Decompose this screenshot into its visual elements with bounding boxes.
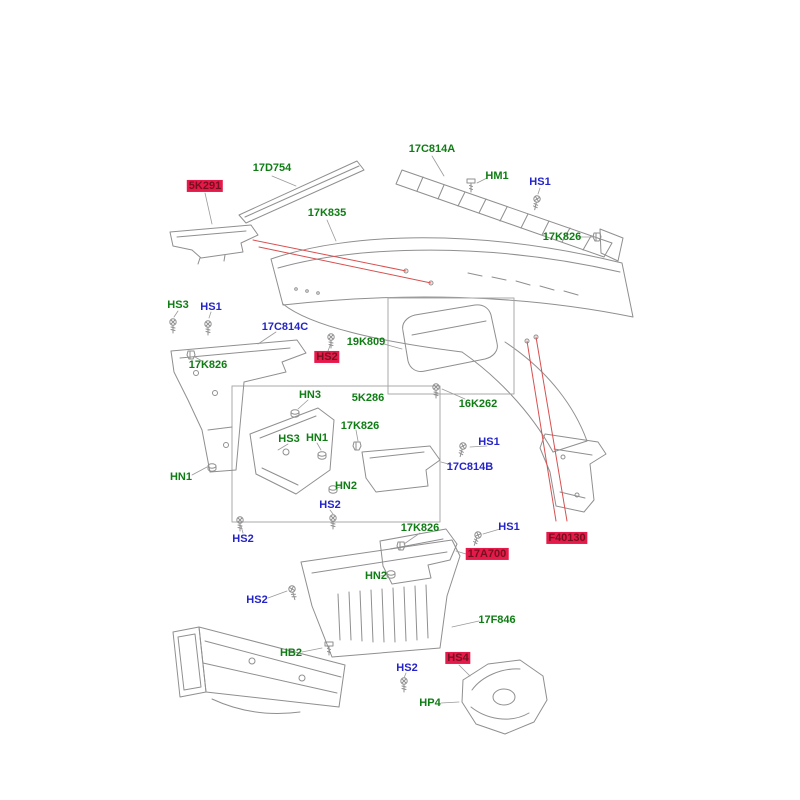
label-hs2-left: HS2 <box>232 532 254 545</box>
label-17k826-left: 17K826 <box>188 358 228 371</box>
label-5k291-highlighted: 5K291 <box>186 179 224 193</box>
label-19k809: 19K809 <box>346 335 386 348</box>
label-hs1-mid: HS1 <box>478 435 500 448</box>
screw-icon-hs2-left <box>236 516 244 532</box>
part-reinforcement-17c814a <box>395 169 624 262</box>
label-hm1: HM1 <box>485 169 509 182</box>
label-hn3: HN3 <box>298 388 322 401</box>
label-hn2-mid: HN2 <box>334 479 358 492</box>
label-hs2-lowleft: HS2 <box>246 593 268 606</box>
label-hs3-left: HS3 <box>167 298 189 311</box>
screw-icon-hs3-left <box>169 318 177 334</box>
screw-icon-hs2-bottom <box>400 677 408 693</box>
label-f40130-highlighted: F40130 <box>546 531 588 545</box>
label-17d754: 17D754 <box>252 161 292 174</box>
part-bracket-5k291 <box>169 224 259 265</box>
label-hs1-low: HS1 <box>498 520 520 533</box>
label-17c814c: 17C814C <box>261 320 309 333</box>
part-crossmember-beam <box>172 626 346 714</box>
label-17k826-mid: 17K826 <box>340 419 380 432</box>
label-hs1-left: HS1 <box>200 300 222 313</box>
label-17k826-low: 17K826 <box>400 521 440 534</box>
label-hs2-highlighted: HS2 <box>314 350 340 364</box>
inset-box-5k286 <box>231 385 441 523</box>
label-hs1-top: HS1 <box>529 175 551 188</box>
screw-icon-hs2-highlight <box>327 333 335 349</box>
screw-icon-hs1-low <box>470 530 483 547</box>
inset-box-19k809 <box>387 297 515 395</box>
part-trim-strip-17d754 <box>238 160 365 224</box>
screw-icon-hs1-top <box>531 194 542 211</box>
part-bracket-f40130 <box>539 433 607 513</box>
label-hs2-bottom: HS2 <box>396 661 418 674</box>
part-arch-piece <box>461 659 548 735</box>
part-valance-17f846 <box>300 539 461 658</box>
label-17a700-highlighted: 17A700 <box>465 547 509 561</box>
label-hp4: HP4 <box>419 696 441 709</box>
label-hn1-mid: HN1 <box>305 431 329 444</box>
part-bracket-17c814b <box>361 445 441 493</box>
nut-icon-hn1-mid <box>317 451 327 460</box>
label-hs2-midbox: HS2 <box>319 498 341 511</box>
label-hs3-mid: HS3 <box>278 432 300 445</box>
label-5k286: 5K286 <box>351 391 385 404</box>
leader-lines <box>173 155 593 704</box>
highlight-leader-lines <box>252 239 568 522</box>
label-hn1-left: HN1 <box>169 470 193 483</box>
label-hs4-highlighted: HS4 <box>445 651 471 665</box>
label-hb2: HB2 <box>279 646 303 659</box>
label-17c814b: 17C814B <box>446 460 494 473</box>
part-bumper-cover-17k835 <box>270 237 634 453</box>
screw-icon-hs2-lowleft <box>287 584 299 601</box>
label-hn2-low: HN2 <box>364 569 388 582</box>
clip-icon-17k826-left <box>186 350 196 360</box>
label-16k262: 16K262 <box>458 397 498 410</box>
label-17f846: 17F846 <box>478 613 516 626</box>
label-17c814a: 17C814A <box>408 142 456 155</box>
label-17k826-topright: 17K826 <box>542 230 582 243</box>
fasteners <box>169 178 602 693</box>
part-bracket-17c814c <box>170 339 307 473</box>
screw-icon-hs1-left <box>204 320 212 336</box>
screw-icon-hs1-mid <box>456 441 468 458</box>
bolt-icon-hm1 <box>466 178 476 193</box>
label-17k835: 17K835 <box>307 206 347 219</box>
clip-icon-17k826-mid <box>352 441 362 451</box>
bolt-icon-hb2 <box>324 641 334 656</box>
